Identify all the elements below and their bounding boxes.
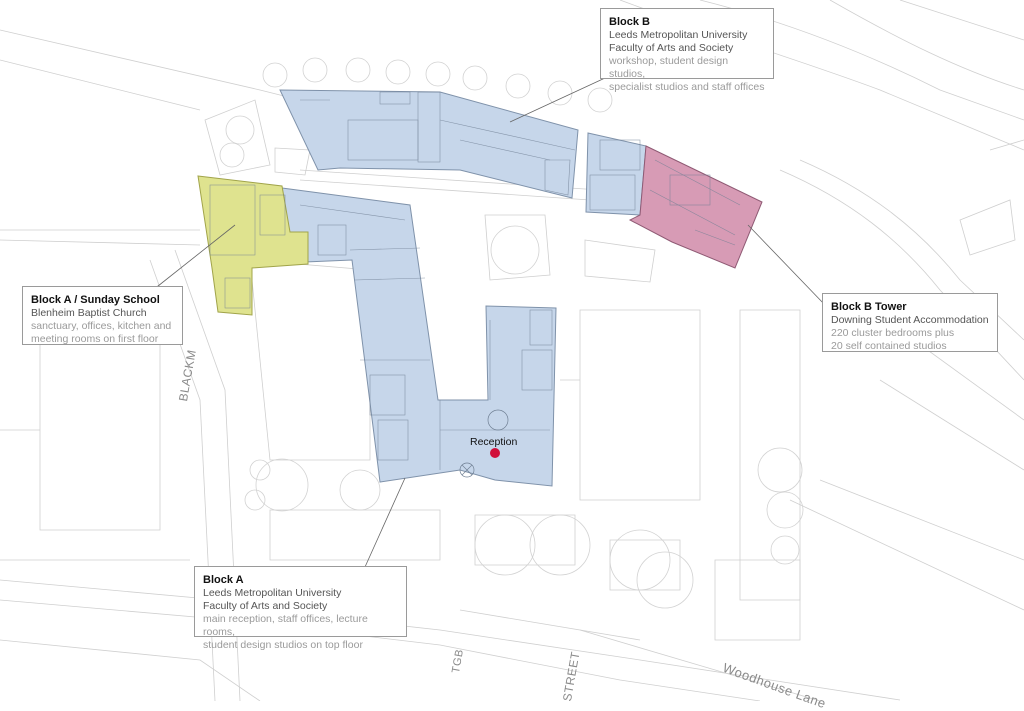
- callout-desc: workshop, student design studios,: [609, 55, 729, 80]
- sunday-school-footprint: [197, 175, 309, 316]
- interior-linework: [209, 91, 741, 470]
- block-b-footprint: [279, 89, 579, 199]
- callout-block-b-tower[interactable]: Block B Tower Downing Student Accommodat…: [822, 293, 998, 352]
- trees: [219, 57, 804, 609]
- callout-line: Blenheim Baptist Church: [31, 307, 147, 319]
- callout-title: Block B Tower: [831, 301, 907, 313]
- callout-line: Leeds Metropolitan University: [203, 587, 342, 599]
- callout-leaders: [152, 77, 826, 568]
- callout-line: Faculty of Arts and Society: [203, 600, 328, 612]
- callout-desc: 220 cluster bedrooms plus: [831, 327, 955, 339]
- atrium-symbol: [459, 409, 509, 478]
- callout-block-b[interactable]: Block B Leeds Metropolitan University Fa…: [600, 8, 774, 93]
- callout-title: Block A: [203, 574, 244, 586]
- block-b-tower-footprint: [628, 145, 763, 269]
- reception-label: Reception: [470, 436, 518, 448]
- block-b-west-wing: [585, 132, 647, 216]
- callout-title: Block A / Sunday School: [31, 294, 160, 306]
- callout-line: Faculty of Arts and Society: [609, 42, 734, 54]
- callout-desc: 20 self contained studios: [831, 340, 947, 352]
- callout-desc: specialist studios and staff offices: [609, 81, 765, 93]
- callout-line: Leeds Metropolitan University: [609, 29, 748, 41]
- block-a-footprint: [281, 187, 557, 487]
- callout-desc: meeting rooms on first floor: [31, 333, 159, 345]
- callout-block-a[interactable]: Block A Leeds Metropolitan University Fa…: [194, 566, 407, 651]
- callout-line: Downing Student Accommodation: [831, 314, 989, 326]
- callout-desc: main reception, staff offices, lecture r…: [203, 613, 368, 638]
- callout-sunday-school[interactable]: Block A / Sunday School Blenheim Baptist…: [22, 286, 183, 345]
- callout-desc: student design studios on top floor: [203, 639, 363, 651]
- reception-marker[interactable]: [490, 448, 500, 458]
- callout-title: Block B: [609, 16, 650, 28]
- callout-desc: sanctuary, offices, kitchen and: [31, 320, 172, 332]
